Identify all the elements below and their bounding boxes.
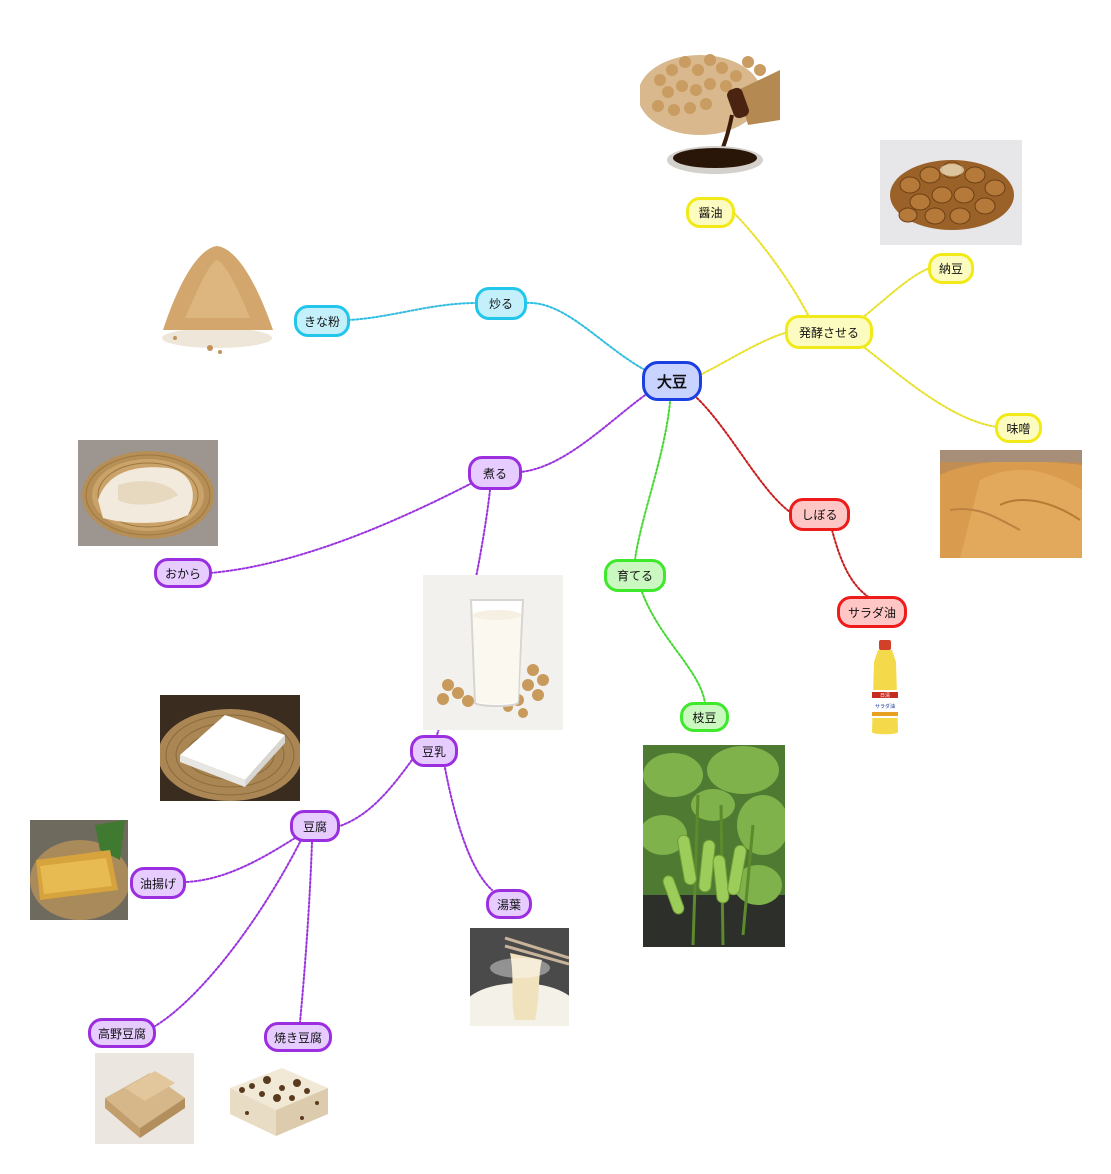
connector-root-shiboru <box>696 397 791 513</box>
node-aburaage[interactable]: 油揚げ <box>130 867 186 899</box>
node-niru[interactable]: 煮る <box>468 456 522 490</box>
yuba-photo <box>470 928 569 1026</box>
node-natto[interactable]: 納豆 <box>928 253 974 284</box>
node-sodateru[interactable]: 育てる <box>604 559 666 592</box>
koya-tofu-photo <box>95 1053 194 1144</box>
connector-iru-kinako <box>347 302 478 321</box>
tofu-block-photo <box>160 695 300 801</box>
node-yuba[interactable]: 湯葉 <box>486 889 532 919</box>
natto-photo <box>880 140 1022 245</box>
node-tofu[interactable]: 豆腐 <box>290 810 340 842</box>
connector-hakko-shoyu <box>734 213 809 316</box>
kinako-powder-photo <box>155 238 280 358</box>
node-tonyu[interactable]: 豆乳 <box>410 735 458 767</box>
node-iru[interactable]: 炒る <box>475 287 527 320</box>
grilled-tofu-photo <box>222 1058 334 1142</box>
node-root-soybean[interactable]: 大豆 <box>642 361 702 401</box>
connector-sodateru-edamame <box>641 591 706 704</box>
node-miso[interactable]: 味噌 <box>995 413 1042 443</box>
connector-tonyu-tofu <box>339 759 413 827</box>
node-hakko[interactable]: 発酵させる <box>785 315 873 349</box>
connector-tofu-koyadofu <box>151 841 301 1029</box>
connector-shiboru-saradayu <box>831 529 871 599</box>
edamame-plant-photo <box>643 745 785 947</box>
node-shiboru[interactable]: しぼる <box>789 498 850 531</box>
node-yakidofu[interactable]: 焼き豆腐 <box>264 1022 332 1052</box>
okara-basket-photo <box>78 440 218 546</box>
connector-tofu-yakidofu <box>299 841 313 1023</box>
node-saradayu[interactable]: サラダ油 <box>837 596 907 628</box>
soy-milk-glass-photo <box>423 575 563 730</box>
salad-oil-bottle-photo: 日清 サラダ油 <box>866 640 904 737</box>
connector-hakko-natto <box>861 267 931 319</box>
node-shoyu[interactable]: 醤油 <box>686 197 735 228</box>
connector-tonyu-yuba <box>444 767 493 891</box>
oil-label-brand: 日清 <box>880 692 890 699</box>
miso-photo <box>940 450 1082 558</box>
connector-root-hakko <box>699 331 789 376</box>
connector-root-niru <box>519 392 649 473</box>
soy-sauce-photo <box>640 40 780 180</box>
node-okara[interactable]: おから <box>154 558 212 588</box>
node-kinako[interactable]: きな粉 <box>294 305 350 337</box>
connector-tofu-aburaage <box>185 837 296 883</box>
node-edamame[interactable]: 枝豆 <box>680 702 729 732</box>
connector-hakko-miso <box>864 347 998 428</box>
oil-label-name: サラダ油 <box>875 703 895 710</box>
connector-root-iru <box>524 301 646 371</box>
node-koyadofu[interactable]: 高野豆腐 <box>88 1018 156 1048</box>
aburaage-photo <box>30 820 128 920</box>
connector-root-sodateru <box>634 401 671 561</box>
connector-niru-okara <box>209 482 473 574</box>
